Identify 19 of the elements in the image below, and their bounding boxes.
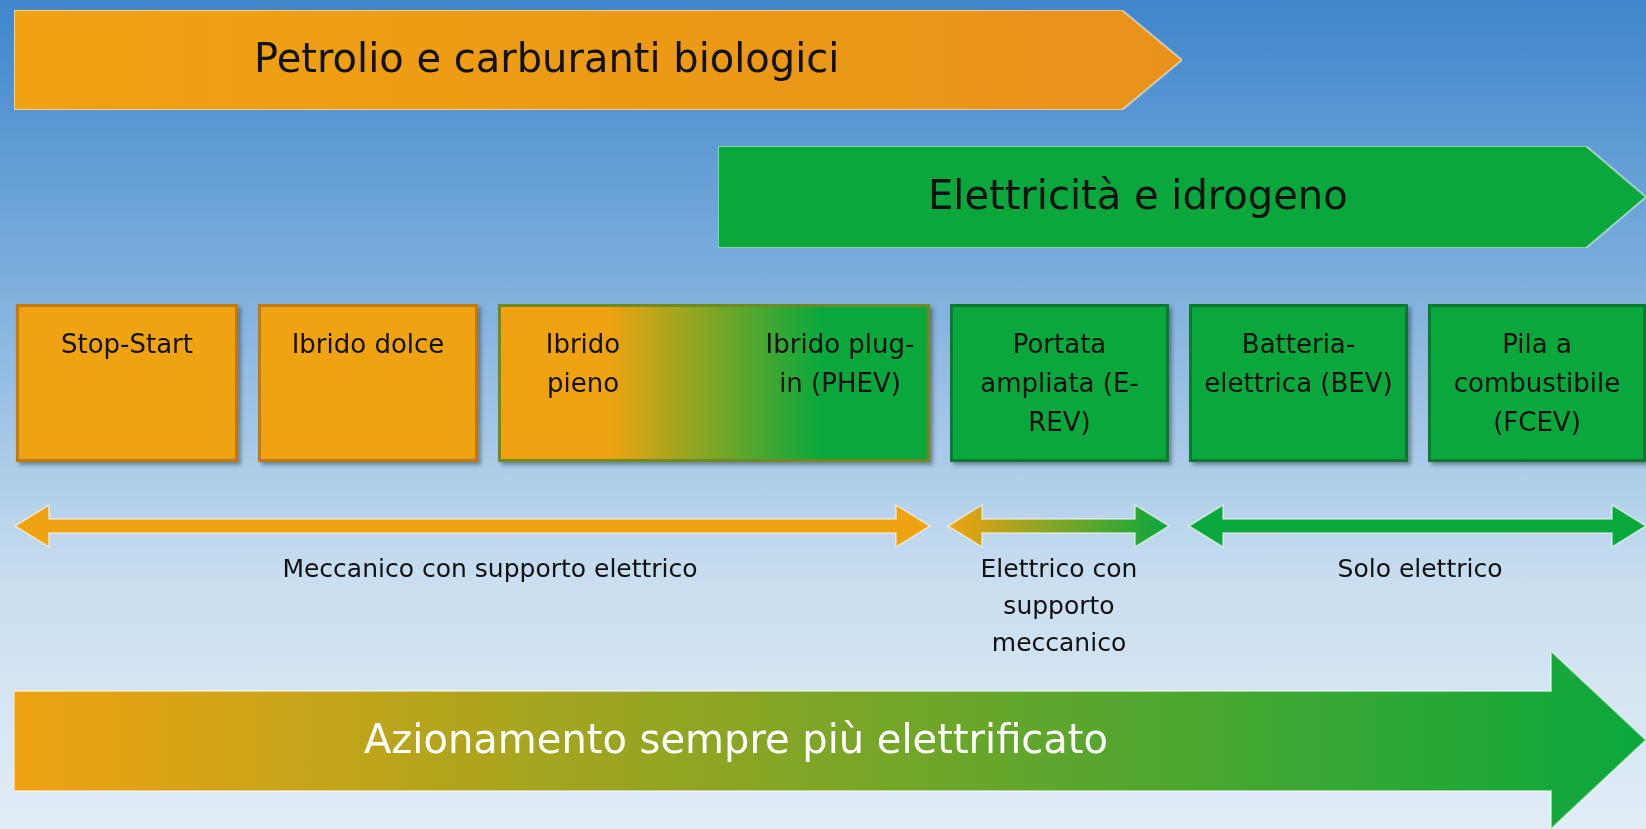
range-label: Elettrico con supporto meccanico: [979, 553, 1139, 659]
stage-box: [950, 304, 1169, 462]
stage-label: Pila a combustibile (FCEV): [1452, 328, 1622, 439]
range-label: Meccanico con supporto elettrico: [281, 553, 699, 585]
arrow-text: Azionamento sempre più elettrificato: [364, 716, 1108, 763]
banner-text: Elettricità e idrogeno: [928, 172, 1348, 219]
range-label: Solo elettrico: [1336, 553, 1504, 585]
stage-label: Ibrido dolce: [290, 328, 446, 361]
stage-label: Portata ampliata (E-REV): [979, 328, 1140, 439]
banner-text: Petrolio e carburanti biologici: [254, 35, 840, 82]
stage-label: Ibrido pieno: [544, 328, 622, 400]
stage-box: [16, 304, 238, 462]
stage-box: [1428, 304, 1646, 462]
stage-label: Ibrido plug-in (PHEV): [765, 328, 915, 400]
stage-box: [1189, 304, 1408, 462]
stage-label: Stop-Start: [60, 328, 194, 361]
stage-label: Batteria-elettrica (BEV): [1203, 328, 1394, 400]
stage-box: [498, 304, 930, 462]
stage-box: [258, 304, 478, 462]
